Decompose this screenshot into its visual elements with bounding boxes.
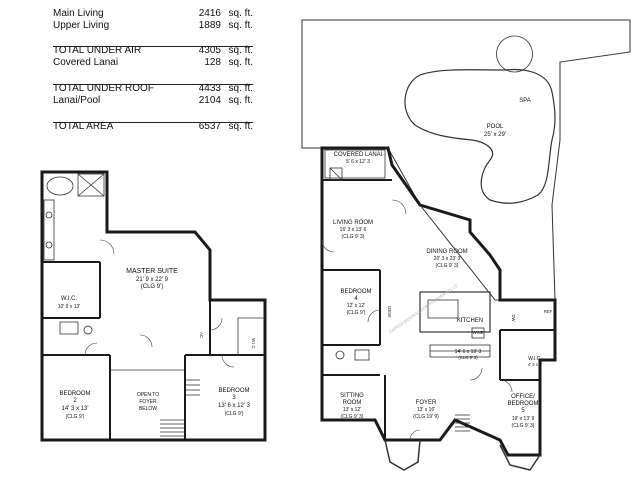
upper-floor-plan: MASTER SUITE 21' 9 x 22' 9 (CLG 9') W.I.… xyxy=(40,170,267,442)
open-to-foyer-line1: OPEN TO xyxy=(137,392,159,398)
area-row-total-under-air: TOTAL UNDER AIR 4305 sq. ft. xyxy=(53,45,253,57)
office-ceiling: (CLG 9' 3) xyxy=(512,423,535,429)
area-row-upper-living: Upper Living 1889 sq. ft. xyxy=(53,20,253,32)
open-to-foyer-line2: FOYER xyxy=(139,399,157,405)
area-value: 128 xyxy=(204,57,221,68)
bedroom-4-ceiling: (CLG 9') xyxy=(347,310,366,316)
office-dims: 19' x 13' 9 xyxy=(512,416,535,422)
kitchen-label: KITCHEN xyxy=(457,318,483,324)
main-wic-dims: 4' 3 x 8' xyxy=(528,362,542,367)
bedroom-3-dims: 13' 6 x 12' 3 xyxy=(218,403,251,409)
area-value: 4305 xyxy=(198,45,221,56)
area-row-covered-lanai: Covered Lanai 128 sq. ft. xyxy=(53,57,253,69)
foyer-ceiling: (CLG 19' 9) xyxy=(413,414,439,420)
covered-lanai-dims: 5' 6 x 12' 3 xyxy=(346,159,370,165)
desk-label: DESK xyxy=(387,306,392,318)
area-unit: sq. ft. xyxy=(228,57,253,68)
dining-room-ceiling: (CLG 9' 3) xyxy=(436,263,459,269)
master-suite-dims: 21' 9 x 22' 9 xyxy=(136,277,169,283)
bedroom-4-number: 4 xyxy=(354,296,358,302)
wic-dims: 10' 9 x 13' xyxy=(58,304,81,310)
watermark-text: CAPESA BENTATO FOR STEPHEN SELLS xyxy=(388,283,458,334)
area-row-lanai-pool: Lanai/Pool 2104 sq. ft. xyxy=(53,95,253,107)
office-label-line1: OFFICE/ xyxy=(511,394,535,400)
bedroom-3-label: BEDROOM xyxy=(218,388,249,394)
kitchen-dims: 14' 6 x 19' 3 xyxy=(455,349,482,355)
area-label: TOTAL AREA xyxy=(53,121,114,132)
area-value: 6537 xyxy=(198,121,221,132)
area-value: 4433 xyxy=(198,83,221,94)
area-unit: sq. ft. xyxy=(228,121,253,132)
area-value: 2104 xyxy=(198,95,221,106)
area-value: 1889 xyxy=(198,20,221,31)
wic-label: W.I.C. xyxy=(61,296,78,302)
wic-small-label: W.I.C. xyxy=(251,338,256,349)
area-label: Covered Lanai xyxy=(53,57,119,68)
master-suite-ceiling: (CLG 9') xyxy=(141,284,163,290)
pool-label: POOL xyxy=(487,124,504,130)
dining-room-label: DINING ROOM xyxy=(426,249,467,255)
main-floor-plan: SPA POOL 25' x 29' COVERED LANAI 5' 6 x … xyxy=(301,19,631,471)
pool-dims: 25' x 29' xyxy=(484,132,506,138)
office-label-line2: BEDROOM xyxy=(507,401,538,407)
bedroom-2-number: 2 xyxy=(73,398,77,404)
area-summary-table: Main Living 2416 sq. ft. Upper Living 18… xyxy=(53,8,253,133)
foyer-label: FOYER xyxy=(416,400,437,406)
separator-line xyxy=(53,122,253,123)
separator-line xyxy=(53,84,253,85)
open-to-foyer-line3: BELOW xyxy=(139,406,157,412)
area-unit: sq. ft. xyxy=(228,83,253,94)
sitting-room-dims: 13' x 12' xyxy=(343,407,361,413)
sitting-room-label-line1: SITTING xyxy=(340,393,364,399)
wine-label: WINE xyxy=(473,330,484,335)
covered-lanai-label: COVERED LANAI xyxy=(334,152,383,158)
foyer-dims: 13' x 16' xyxy=(417,407,435,413)
area-label: TOTAL UNDER ROOF xyxy=(53,83,154,94)
area-label: Upper Living xyxy=(53,20,110,31)
bedroom-3-ceiling: (CLG 9') xyxy=(225,411,244,417)
sitting-room-label-line2: ROOM xyxy=(343,400,362,406)
bedroom-4-label: BEDROOM xyxy=(340,289,371,295)
ref-label: REF xyxy=(544,309,553,314)
dw-label: DW xyxy=(511,315,516,322)
area-value: 2416 xyxy=(198,8,221,19)
office-number: 5 xyxy=(521,408,525,414)
bedroom-2-dims: 14' 3 x 13' xyxy=(62,406,89,412)
bedroom-2-label: BEDROOM xyxy=(59,391,90,397)
area-unit: sq. ft. xyxy=(228,8,253,19)
area-row-total-under-roof: TOTAL UNDER ROOF 4433 sq. ft. xyxy=(53,83,253,95)
main-wic-label: W.I.C. xyxy=(528,356,542,362)
living-room-label: LIVING ROOM xyxy=(333,220,373,226)
area-unit: sq. ft. xyxy=(228,95,253,106)
area-label: Lanai/Pool xyxy=(53,95,101,106)
area-label: TOTAL UNDER AIR xyxy=(53,45,142,56)
living-room-dims: 16' 3 x 13' 6 xyxy=(340,227,367,233)
spa-label: SPA xyxy=(519,98,531,104)
kitchen-ceiling: (CLG 9' 3) xyxy=(458,355,478,360)
bedroom-2-ceiling: (CLG 9') xyxy=(66,414,85,420)
area-row-total-area: TOTAL AREA 6537 sq. ft. xyxy=(53,121,253,133)
ac-label: AC xyxy=(199,332,204,338)
separator-line xyxy=(53,46,253,47)
bedroom-3-number: 3 xyxy=(232,395,236,401)
area-row-main-living: Main Living 2416 sq. ft. xyxy=(53,8,253,20)
master-suite-label: MASTER SUITE xyxy=(126,268,178,275)
area-unit: sq. ft. xyxy=(228,45,253,56)
living-room-ceiling: (CLG 9' 3) xyxy=(342,234,365,240)
area-label: Main Living xyxy=(53,8,104,19)
sitting-room-ceiling: (CLG 9' 3) xyxy=(341,414,364,420)
area-unit: sq. ft. xyxy=(228,20,253,31)
bedroom-4-dims: 12' x 12' xyxy=(347,303,365,309)
dining-room-dims: 20' 3 x 23' 3 xyxy=(434,256,461,262)
